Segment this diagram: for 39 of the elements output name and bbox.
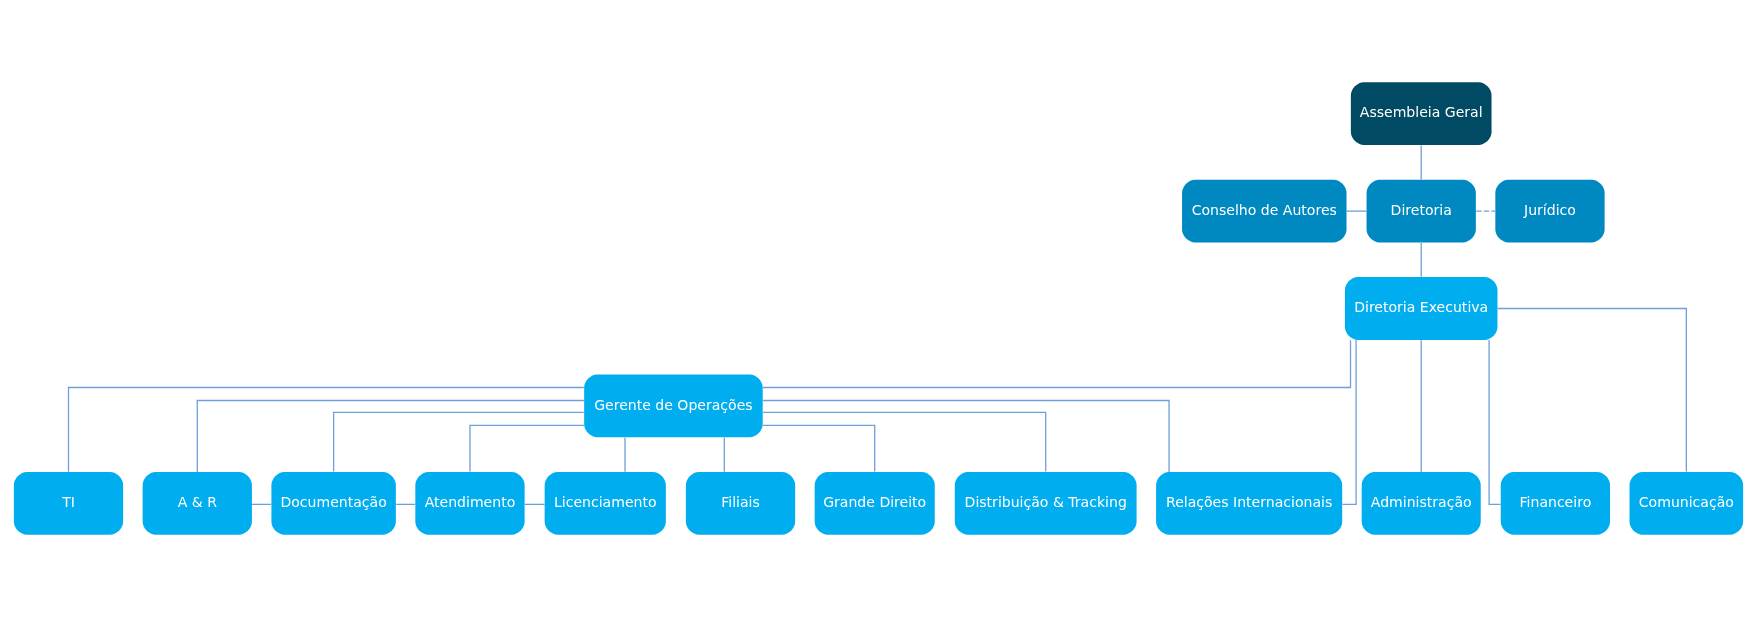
connector <box>723 437 725 473</box>
connector <box>1496 307 1687 473</box>
connector <box>761 339 1351 389</box>
connector <box>761 424 875 473</box>
connector <box>196 399 585 473</box>
connector <box>1487 339 1501 505</box>
connector <box>468 424 585 473</box>
node-box: Filiais <box>685 471 795 535</box>
node-box: Documentação <box>270 471 396 535</box>
node-box: Gerente de Operações <box>583 374 763 438</box>
connector <box>1475 210 1496 212</box>
node-box: Conselho de Autores <box>1181 179 1347 243</box>
node-box: Administração <box>1361 471 1481 535</box>
node-box: A & R <box>142 471 252 535</box>
node-box: Atendimento <box>414 471 525 535</box>
connector <box>332 411 584 473</box>
connector <box>1341 339 1357 505</box>
connector <box>1420 339 1422 473</box>
node-box: Diretoria <box>1366 179 1476 243</box>
connector <box>395 503 416 505</box>
node-box: TI <box>13 471 123 535</box>
connector <box>1345 210 1367 212</box>
connector <box>623 437 626 473</box>
node-box: Licenciamento <box>544 471 666 535</box>
connector <box>761 399 1170 473</box>
node-box: Assembleia Geral <box>1350 82 1492 146</box>
connector <box>250 503 272 505</box>
node-box: Relações Internacionais <box>1155 471 1342 535</box>
connector <box>67 386 584 473</box>
connector <box>761 411 1046 473</box>
node-box: Distribuição & Tracking <box>954 471 1137 535</box>
node-box: Jurídico <box>1494 179 1605 243</box>
connector <box>1420 242 1422 278</box>
node-box: Comunicação <box>1629 471 1743 535</box>
node-box: Diretoria Executiva <box>1344 277 1497 340</box>
connector <box>1420 144 1422 181</box>
node-box: Financeiro <box>1500 471 1610 535</box>
connector <box>523 503 545 505</box>
node-box: Grande Direito <box>814 471 935 535</box>
